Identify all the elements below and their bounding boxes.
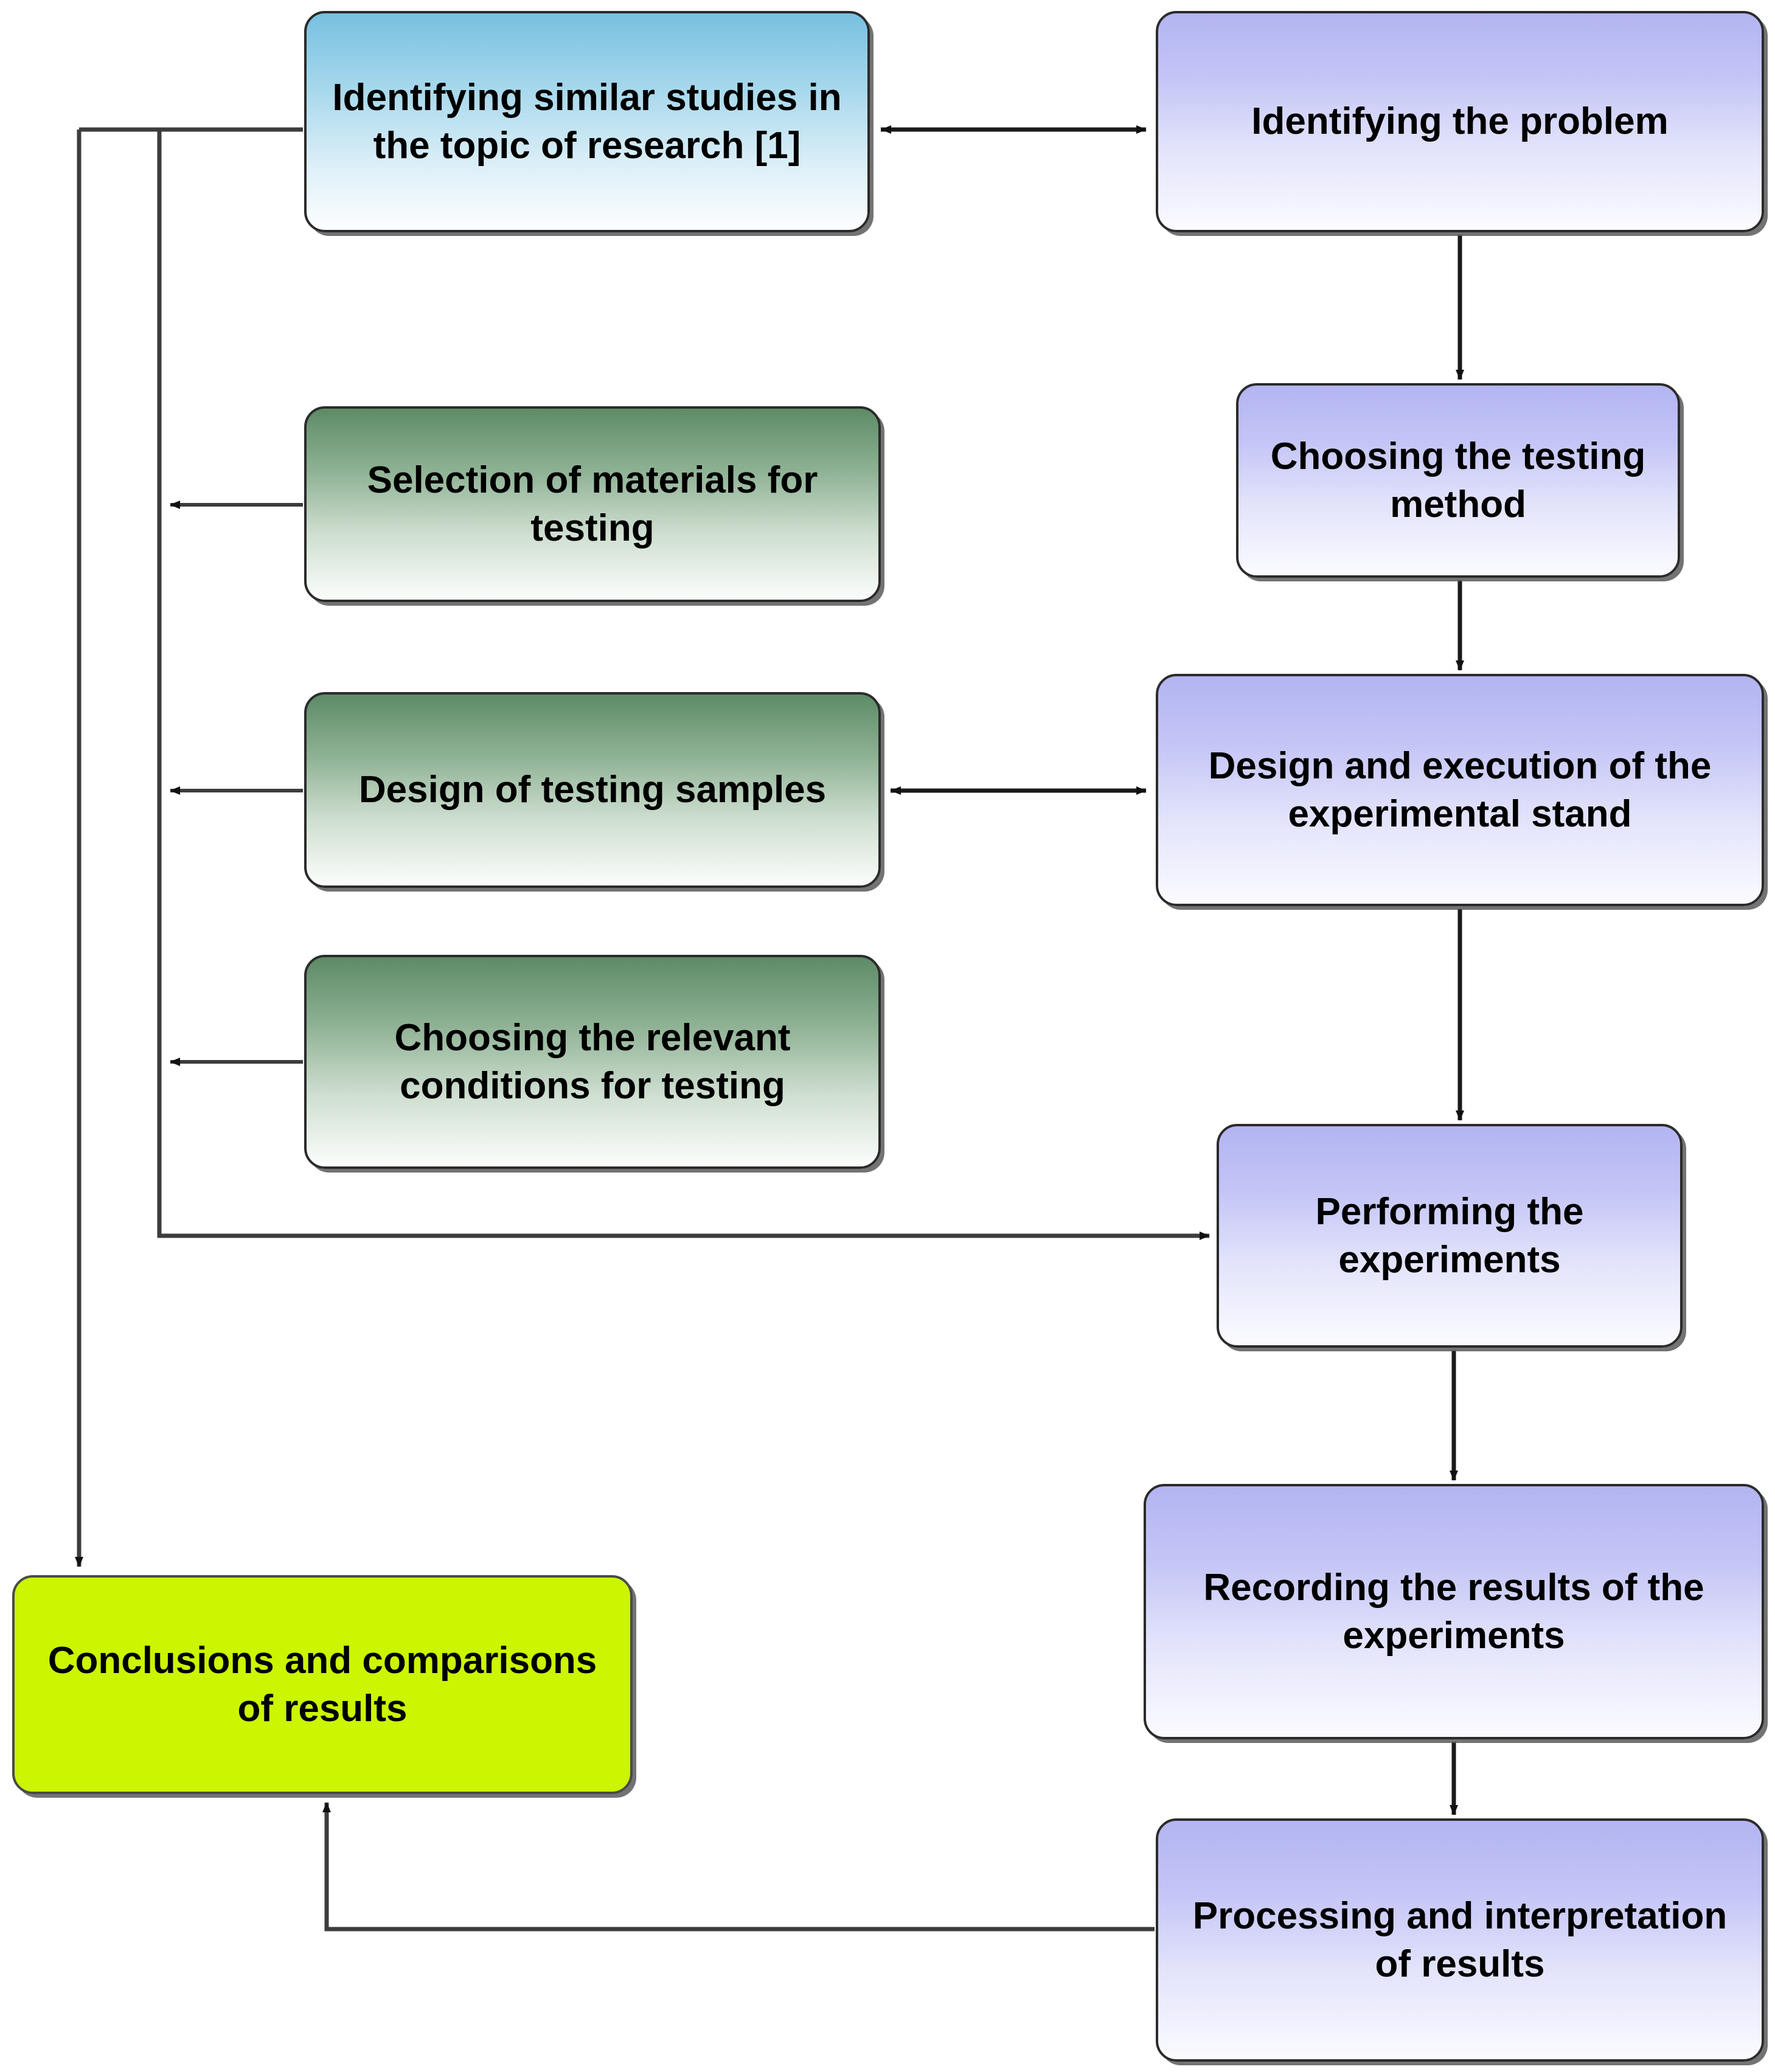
node-label: Choosing the testing method — [1270, 435, 1646, 525]
node-choosing-relevant-conditions[interactable]: Choosing the relevant conditions for tes… — [304, 955, 881, 1169]
node-choosing-the-testing-method[interactable]: Choosing the testing method — [1236, 383, 1680, 578]
node-label: Conclusions and comparisons of results — [47, 1639, 597, 1730]
node-performing-the-experiments[interactable]: Performing the experiments — [1217, 1124, 1683, 1348]
node-identifying-similar-studies[interactable]: Identifying similar studies in the topic… — [304, 11, 870, 232]
node-label: Performing the experiments — [1315, 1190, 1584, 1281]
node-conclusions-and-comparisons[interactable]: Conclusions and comparisons of results — [12, 1575, 633, 1794]
node-label: Recording the results of the experiments — [1203, 1566, 1704, 1657]
node-label: Design of testing samples — [358, 769, 827, 811]
node-label: Identifying the problem — [1251, 100, 1669, 143]
node-identifying-the-problem[interactable]: Identifying the problem — [1156, 11, 1764, 232]
node-label: Choosing the relevant conditions for tes… — [394, 1016, 791, 1107]
node-design-of-testing-samples[interactable]: Design of testing samples — [304, 692, 881, 888]
node-label: Identifying similar studies in the topic… — [332, 76, 842, 167]
node-recording-the-results[interactable]: Recording the results of the experiments — [1144, 1484, 1764, 1739]
node-label: Processing and interpretation of results — [1192, 1894, 1728, 1985]
node-label: Selection of materials for testing — [367, 459, 818, 549]
node-selection-of-materials[interactable]: Selection of materials for testing — [304, 406, 881, 602]
edge-processing-to-conclusions — [322, 1802, 1155, 1932]
node-label: Design and execution of the experimental… — [1208, 744, 1712, 835]
node-design-and-execution[interactable]: Design and execution of the experimental… — [1156, 674, 1764, 906]
node-processing-and-interpretation[interactable]: Processing and interpretation of results — [1156, 1818, 1764, 2062]
